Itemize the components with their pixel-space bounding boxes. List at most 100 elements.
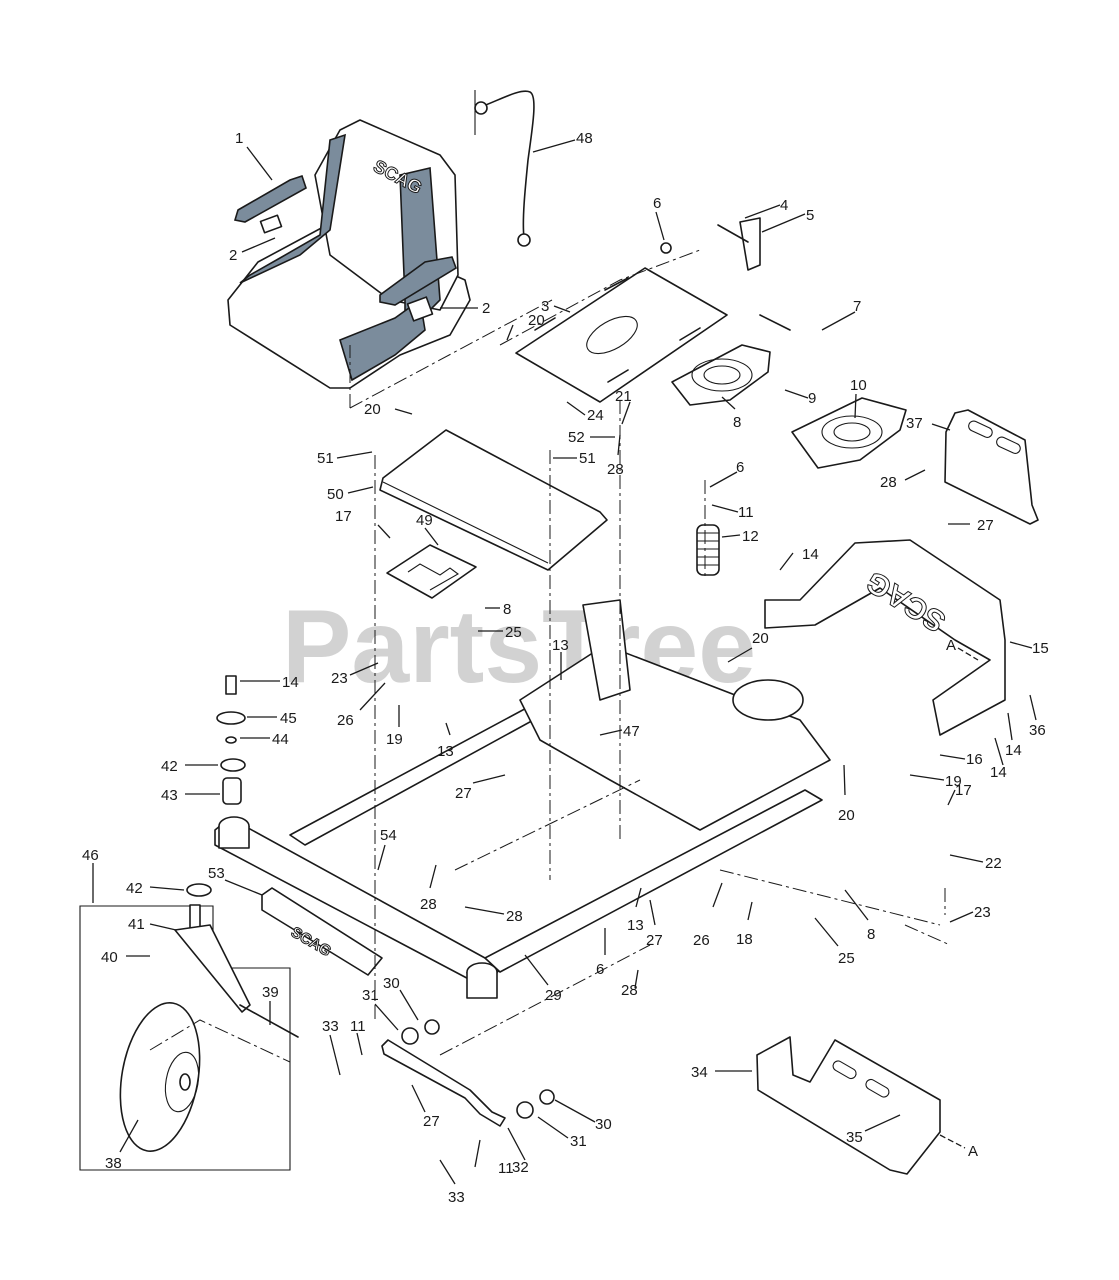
- callout-21[interactable]: 21: [615, 388, 632, 425]
- callout-51-right[interactable]: 51: [553, 450, 596, 467]
- callout-36[interactable]: 36: [1029, 694, 1046, 739]
- callout-19-left[interactable]: 19: [386, 705, 403, 748]
- callout-A-guard[interactable]: A: [946, 637, 979, 661]
- callout-27-right-top[interactable]: 27: [948, 517, 994, 534]
- callout-2-right[interactable]: 2: [440, 300, 490, 317]
- callout-46[interactable]: 46: [82, 847, 99, 903]
- callout-3[interactable]: 3: [541, 298, 571, 315]
- callout-23-right[interactable]: 23: [949, 904, 991, 923]
- callout-A-bottom[interactable]: A: [939, 1134, 978, 1160]
- callout-25-bottom[interactable]: 25: [814, 917, 855, 967]
- callout-9[interactable]: 9: [784, 389, 816, 407]
- callout-23-left[interactable]: 23: [331, 662, 379, 687]
- callout-33-bottom[interactable]: 33: [439, 1159, 465, 1206]
- callout-5[interactable]: 5: [761, 207, 814, 233]
- callout-2-left[interactable]: 2: [229, 237, 276, 264]
- callout-15[interactable]: 15: [1009, 640, 1049, 657]
- callout-11-top[interactable]: 11: [711, 504, 754, 521]
- callout-34[interactable]: 34: [691, 1064, 752, 1081]
- guard-34: [756, 1036, 941, 1175]
- leader-arrow: [634, 969, 639, 989]
- callout-52[interactable]: 52: [568, 429, 615, 446]
- callout-41[interactable]: 41: [128, 916, 177, 933]
- callout-13-top[interactable]: 13: [552, 637, 569, 680]
- callout-32[interactable]: 32: [507, 1127, 529, 1176]
- callout-31-bottom[interactable]: 31: [537, 1116, 587, 1150]
- callout-28-right-top[interactable]: 28: [880, 469, 926, 491]
- callout-label: 50: [327, 486, 344, 503]
- callout-16[interactable]: 16: [939, 751, 983, 768]
- callout-8-top[interactable]: 8: [721, 396, 741, 431]
- callout-25-top[interactable]: 25: [478, 624, 522, 641]
- callout-14-right-1[interactable]: 14: [1005, 712, 1022, 759]
- seat-plate-assembly: [515, 217, 791, 403]
- callout-30-bottom[interactable]: 30: [554, 1099, 612, 1133]
- callout-14-left[interactable]: 14: [240, 674, 299, 691]
- callout-13-bottom[interactable]: 13: [627, 887, 644, 934]
- callout-10[interactable]: 10: [850, 377, 867, 419]
- callout-12[interactable]: 12: [721, 528, 759, 545]
- callout-48[interactable]: 48: [532, 130, 593, 153]
- callout-44[interactable]: 44: [240, 731, 289, 748]
- callout-54[interactable]: 54: [377, 827, 397, 871]
- callout-8-mid[interactable]: 8: [485, 601, 511, 618]
- callout-26-right[interactable]: 26: [693, 882, 723, 949]
- callout-22[interactable]: 22: [949, 854, 1002, 872]
- callout-53[interactable]: 53: [208, 865, 263, 896]
- callout-28-frame-left[interactable]: 28: [420, 864, 437, 913]
- callout-24[interactable]: 24: [566, 401, 604, 424]
- callout-20-top[interactable]: 20: [506, 312, 545, 341]
- callout-13-left[interactable]: 13: [437, 722, 454, 760]
- callout-18[interactable]: 18: [736, 901, 753, 948]
- callout-31-top[interactable]: 31: [362, 987, 399, 1031]
- callout-11-bottom[interactable]: 11: [474, 1139, 514, 1177]
- callout-47[interactable]: 47: [599, 723, 640, 740]
- leader-arrow: [464, 906, 505, 915]
- callout-11-left[interactable]: 11: [350, 1018, 366, 1056]
- caster-assembly-box: [79, 883, 299, 1171]
- callout-27-left[interactable]: 27: [455, 774, 506, 802]
- callout-6-mid[interactable]: 6: [709, 459, 744, 488]
- callout-6-top[interactable]: 6: [653, 195, 665, 241]
- callout-37[interactable]: 37: [906, 415, 951, 432]
- callout-28-stack[interactable]: 28: [607, 434, 624, 478]
- callout-45[interactable]: 45: [247, 710, 297, 727]
- callout-49[interactable]: 49: [416, 512, 439, 546]
- callout-label: 42: [126, 880, 143, 897]
- callout-39[interactable]: 39: [262, 984, 279, 1025]
- callout-19-right[interactable]: 19: [909, 773, 962, 790]
- callout-28-frame-mid[interactable]: 28: [464, 906, 523, 925]
- callout-20-bottom[interactable]: 20: [838, 764, 855, 824]
- callout-51-left[interactable]: 51: [317, 450, 373, 467]
- callout-20-mid[interactable]: 20: [364, 401, 413, 418]
- callout-label: 4: [780, 197, 788, 214]
- callout-6-bottom[interactable]: 6: [596, 928, 606, 978]
- callout-50[interactable]: 50: [327, 486, 374, 503]
- callout-7[interactable]: 7: [821, 298, 861, 331]
- callout-27-right-bottom[interactable]: 27: [646, 899, 663, 949]
- callout-label: 51: [317, 450, 334, 467]
- leader-arrow: [621, 401, 631, 425]
- callout-20-frame[interactable]: 20: [727, 630, 769, 663]
- callout-42-bottom[interactable]: 42: [126, 880, 185, 897]
- cable-eyelet-top: [474, 101, 488, 115]
- callout-label: 11: [350, 1018, 366, 1035]
- callout-27-link[interactable]: 27: [411, 1084, 440, 1130]
- callout-26-left[interactable]: 26: [337, 682, 386, 729]
- callout-28-frame-bottom[interactable]: 28: [621, 969, 639, 999]
- callout-40[interactable]: 40: [101, 949, 150, 966]
- callout-42-top[interactable]: 42: [161, 758, 218, 775]
- callout-14-right-2[interactable]: 14: [990, 737, 1007, 781]
- callout-30-top[interactable]: 30: [383, 975, 419, 1021]
- callout-8-bottom[interactable]: 8: [844, 889, 875, 943]
- callout-43[interactable]: 43: [161, 787, 220, 804]
- callout-29[interactable]: 29: [524, 954, 562, 1004]
- callout-17-right[interactable]: 17: [947, 782, 972, 806]
- callout-1[interactable]: 1: [235, 130, 273, 181]
- callout-14-top[interactable]: 14: [779, 546, 819, 571]
- callout-33-top[interactable]: 33: [322, 1018, 341, 1076]
- callout-17-top[interactable]: 17: [335, 508, 391, 539]
- callout-4[interactable]: 4: [744, 197, 788, 219]
- callout-38[interactable]: 38: [105, 1119, 139, 1172]
- callout-35[interactable]: 35: [846, 1114, 901, 1146]
